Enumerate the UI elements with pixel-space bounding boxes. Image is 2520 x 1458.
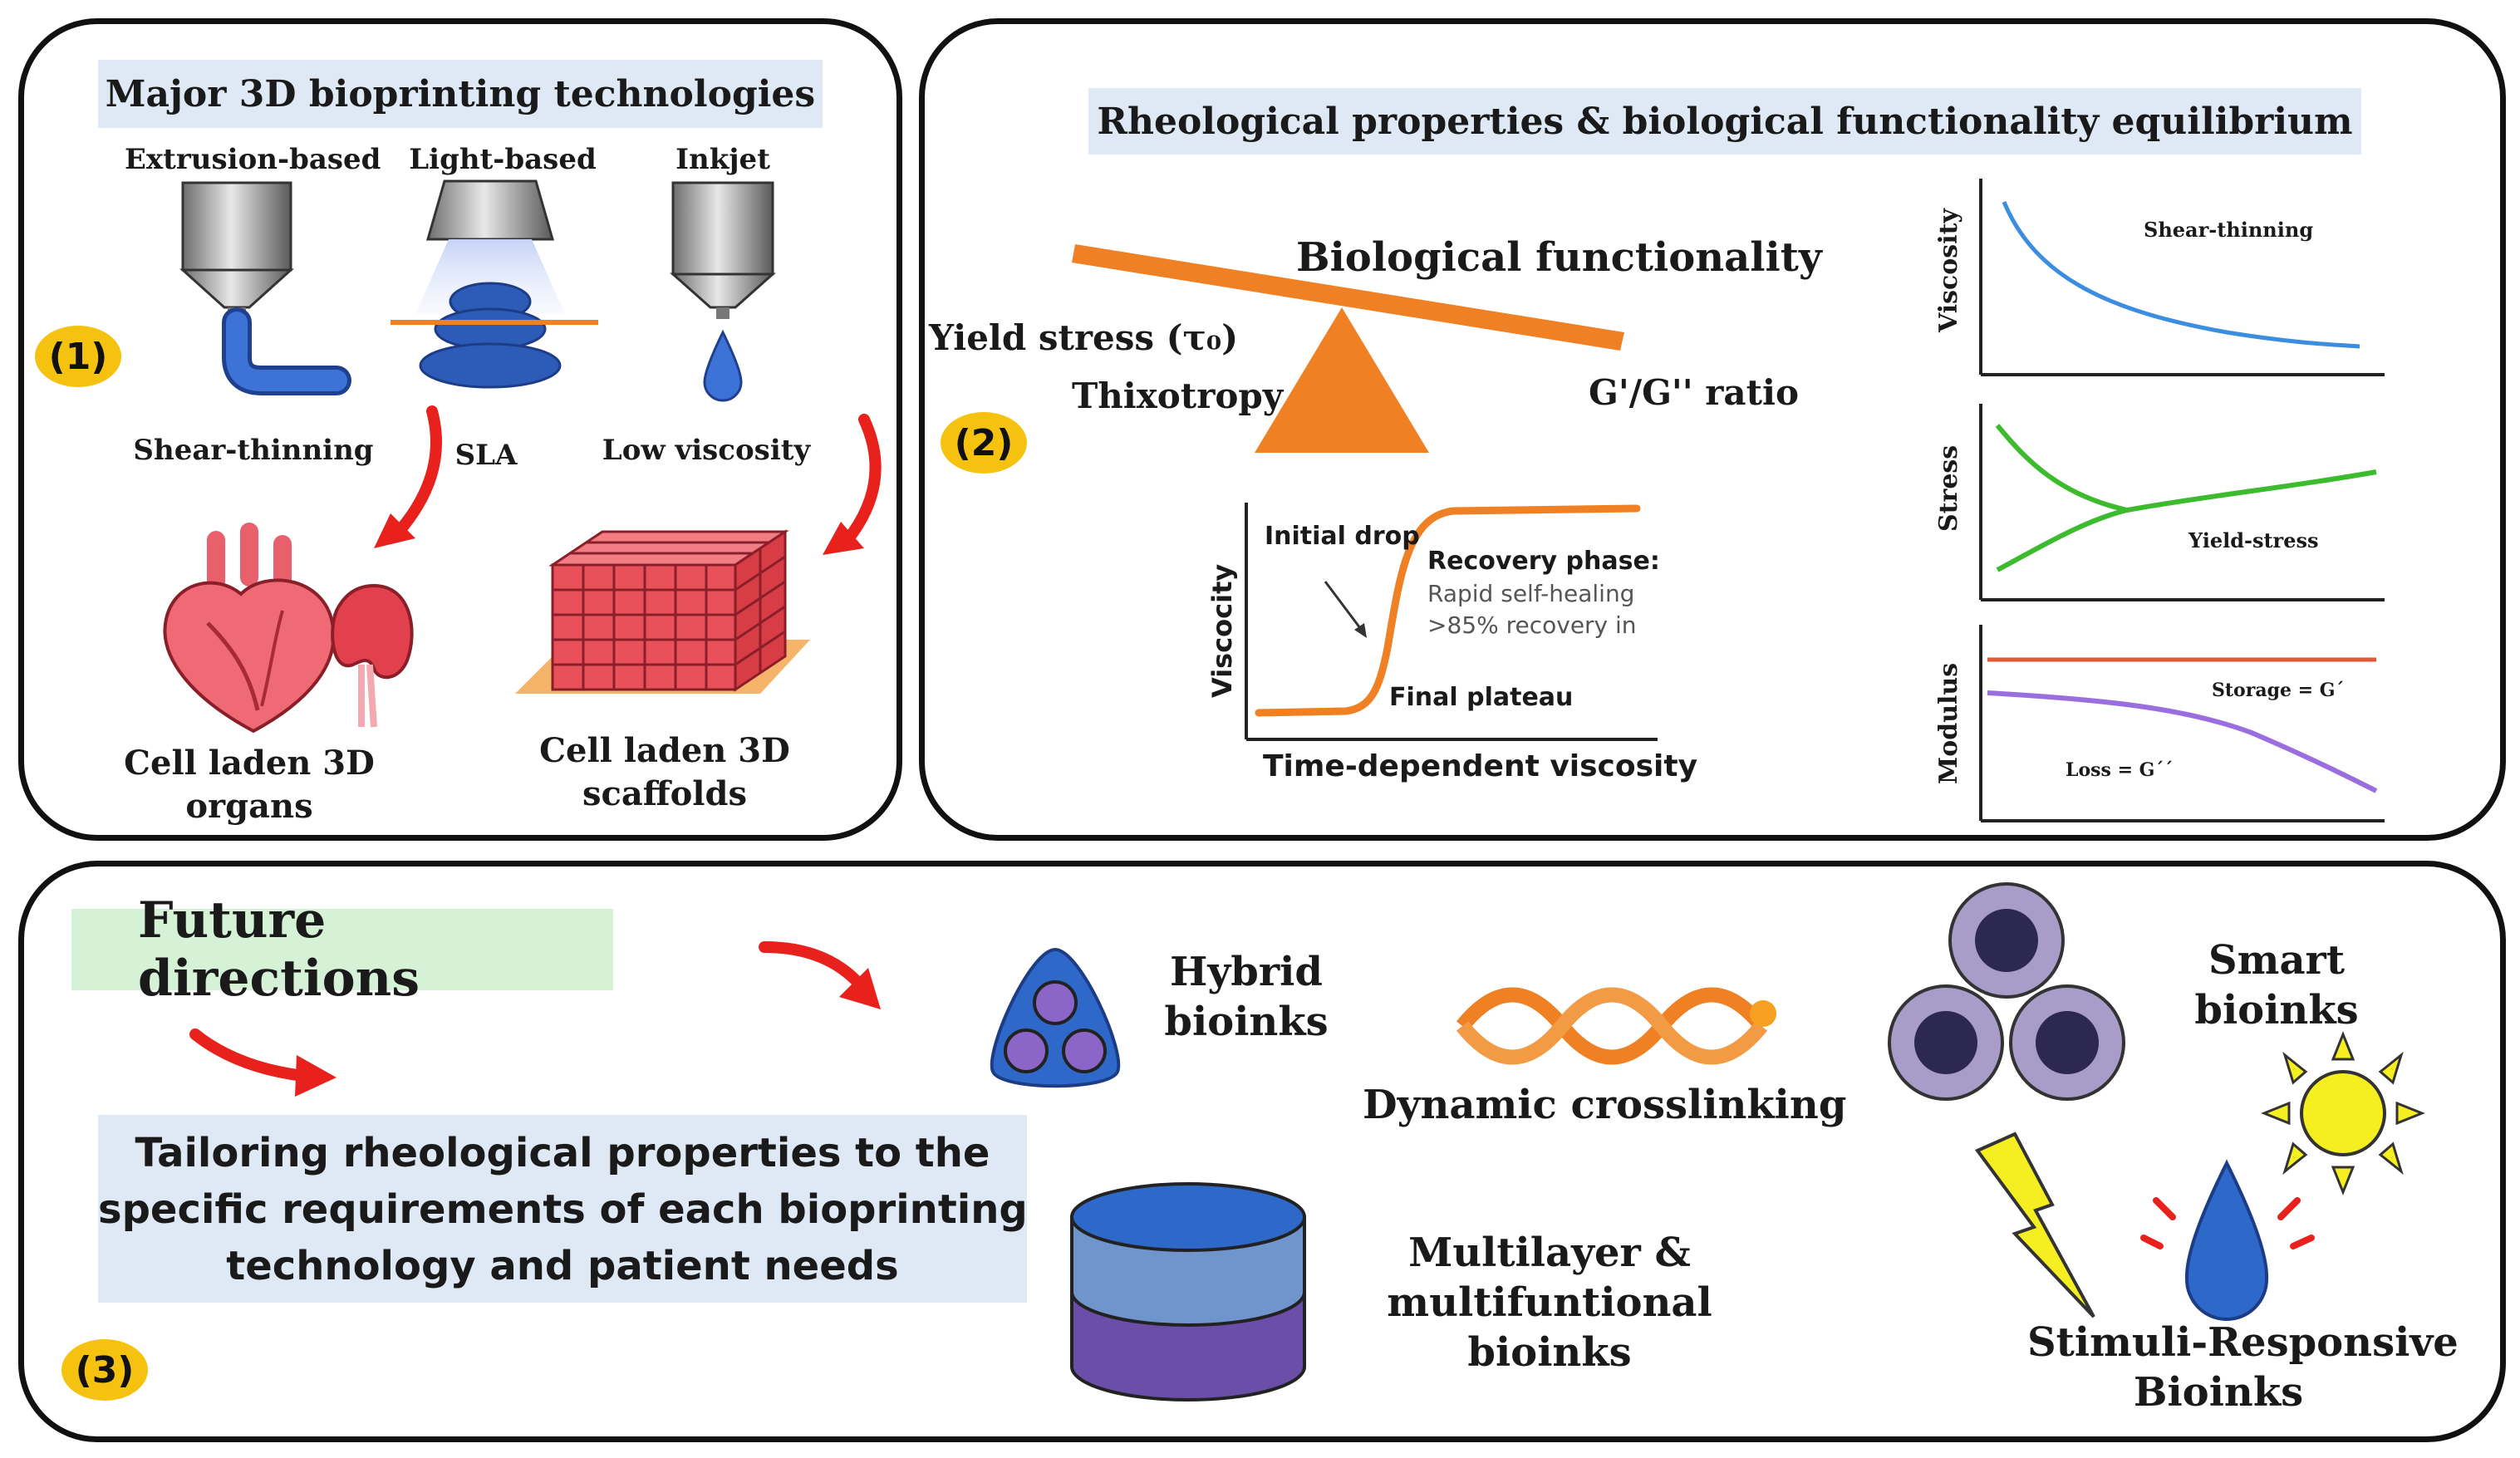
multilayer-label-line2: multifuntional <box>1387 1279 1712 1326</box>
scaffold-cube-icon <box>515 529 810 694</box>
panel-rheological-equilibrium <box>919 18 2506 841</box>
yield-stress-chart <box>1979 404 2385 601</box>
tdv-xlabel: Time-dependent viscosity <box>1263 749 1698 783</box>
balance-yield-stress: Yield stress (τ₀) <box>929 317 1239 358</box>
mini-viscosity-ylabel: Viscosity <box>1934 209 1963 332</box>
tech-light-label: Light-based <box>409 143 597 176</box>
shear-thinning-chart <box>1979 179 2385 376</box>
heart-organ-icon <box>163 523 336 734</box>
prop-sla: SLA <box>454 439 518 472</box>
tdv-recovery-title: Recovery phase: <box>1427 547 1660 576</box>
panel3-title: Future directions <box>71 891 613 1008</box>
mini-loss-label: Loss = G´´ <box>2066 759 2174 781</box>
mini-storage-label: Storage = G´ <box>2212 680 2345 701</box>
inkjet-nozzle-icon <box>670 181 776 402</box>
panel2-badge: (2) <box>941 412 1027 474</box>
prop-shear-thinning: Shear-thinning <box>133 434 374 467</box>
panel-bioprinting-technologies <box>18 18 902 841</box>
mini-stress-ylabel: Stress <box>1934 444 1963 532</box>
multilayer-label-line1: Multilayer & <box>1408 1230 1691 1276</box>
stimuli-label-line2: Bioinks <box>2133 1369 2304 1416</box>
scaffolds-label-line1: Cell laden 3D <box>539 731 790 770</box>
tailoring-line2: specific requirements of each bioprintin… <box>98 1186 1028 1233</box>
tech-inkjet-label: Inkjet <box>675 143 770 176</box>
sun-icon <box>2260 1030 2426 1196</box>
water-drop-icon <box>2140 1159 2315 1321</box>
scaffolds-label-line2: scaffolds <box>582 774 747 813</box>
smart-label-line2: bioinks <box>2194 987 2359 1033</box>
panel2-title: Rheological properties & biological func… <box>1088 88 2361 155</box>
tdv-initial-drop: Initial drop <box>1265 522 1420 551</box>
mini-modulus-ylabel: Modulus <box>1934 662 1963 784</box>
light-based-printer-icon <box>391 179 598 389</box>
tailoring-line3: technology and patient needs <box>226 1243 899 1289</box>
smart-label-line1: Smart <box>2208 937 2345 984</box>
tdv-recovery-line2: >85% recovery in <box>1427 611 1637 639</box>
extrusion-nozzle-icon <box>179 181 351 395</box>
lightning-icon <box>1974 1132 2095 1318</box>
mini-yield-label: Yield-stress <box>2188 528 2319 552</box>
modulus-chart <box>1979 625 2385 822</box>
mini-shear-thinning-label: Shear-thinning <box>2144 218 2314 242</box>
smart-cells-icon <box>1888 882 2125 1101</box>
multilayer-cylinder-icon <box>1070 1182 1306 1402</box>
arrow-to-hybrid-icon <box>759 941 881 1009</box>
tailoring-line1: Tailoring rheological properties to the <box>135 1130 990 1176</box>
multilayer-label-line3: bioinks <box>1467 1329 1632 1376</box>
time-dependent-viscosity-chart <box>1245 503 1658 741</box>
balance-thixotropy: Thixotropy <box>1072 376 1284 416</box>
arrow-to-scaffolds-icon <box>823 414 882 555</box>
stimuli-label-line1: Stimuli-Responsive <box>2027 1319 2459 1366</box>
hybrid-label-line1: Hybrid <box>1170 949 1323 995</box>
organs-label-line1: Cell laden 3D <box>124 744 375 783</box>
dynamic-crosslinking-label: Dynamic crosslinking <box>1363 1082 1847 1128</box>
balance-modulus-ratio: G'/G'' ratio <box>1589 372 1799 413</box>
balance-biological-functionality: Biological functionality <box>1296 234 1822 281</box>
arrow-to-organs-icon <box>374 405 442 548</box>
hybrid-label-line2: bioinks <box>1164 999 1329 1045</box>
tdv-final-plateau: Final plateau <box>1389 683 1574 712</box>
panel1-title: Major 3D bioprinting technologies <box>98 60 823 128</box>
dynamic-crosslinking-icon <box>1456 987 1776 1065</box>
kidney-organ-icon <box>331 583 414 728</box>
arrow-to-tailoring-icon <box>189 1028 336 1097</box>
organs-label-line2: organs <box>185 787 313 826</box>
tdv-recovery-line1: Rapid self-healing <box>1427 580 1635 607</box>
prop-low-viscosity: Low viscosity <box>602 434 811 467</box>
tdv-ylabel: Viscocity <box>1206 563 1238 698</box>
panel3-badge: (3) <box>61 1339 148 1401</box>
tech-extrusion-label: Extrusion-based <box>125 143 381 176</box>
balance-seesaw-icon <box>1072 244 1624 453</box>
hybrid-bioink-icon <box>990 947 1121 1088</box>
tailoring-box <box>98 1115 1027 1303</box>
panel1-badge: (1) <box>35 326 121 387</box>
